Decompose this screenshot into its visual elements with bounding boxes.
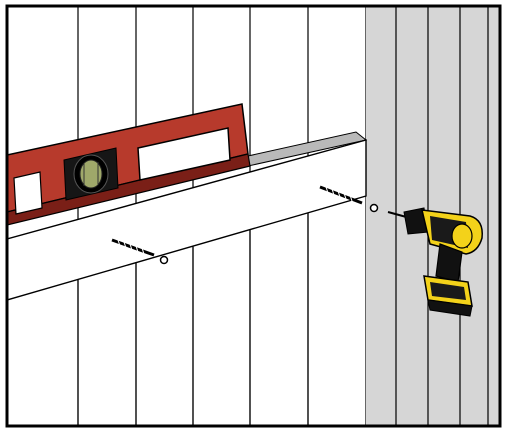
installation-diagram [0,0,510,436]
